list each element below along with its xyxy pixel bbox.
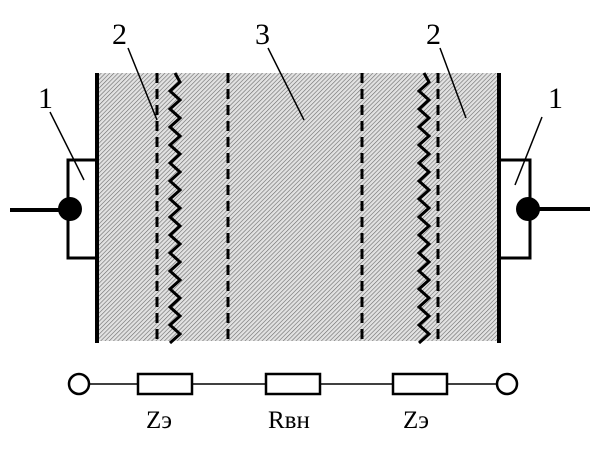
label-electrode-impedance-right: Zэ: [403, 407, 429, 434]
callout-center: 3: [255, 18, 270, 51]
leader-line-right-1: [514, 116, 543, 186]
resistor-center: [264, 372, 322, 396]
callout-layer-left: 2: [112, 18, 127, 51]
leader-line-left-1: [49, 111, 85, 181]
wavy-interface-left: [167, 72, 183, 345]
resistor-left: [136, 372, 194, 396]
right-terminal-dot: [516, 197, 540, 221]
hatched-body: [97, 73, 499, 341]
leader-line-right-2: [439, 47, 467, 119]
circuit-terminal-right: [495, 372, 519, 396]
label-electrode-impedance-left: Zэ: [146, 407, 172, 434]
left-terminal-dot: [58, 197, 82, 221]
leader-line-left-2: [127, 47, 158, 121]
callout-electrode-left: 1: [38, 82, 53, 115]
callout-layer-right: 2: [426, 18, 441, 51]
wavy-interface-right: [416, 72, 432, 345]
leader-line-center-3: [267, 47, 305, 121]
callout-electrode-right: 1: [548, 82, 563, 115]
circuit-terminal-left: [67, 372, 91, 396]
resistor-right: [391, 372, 449, 396]
label-internal-resistance: Rвн: [268, 407, 310, 434]
